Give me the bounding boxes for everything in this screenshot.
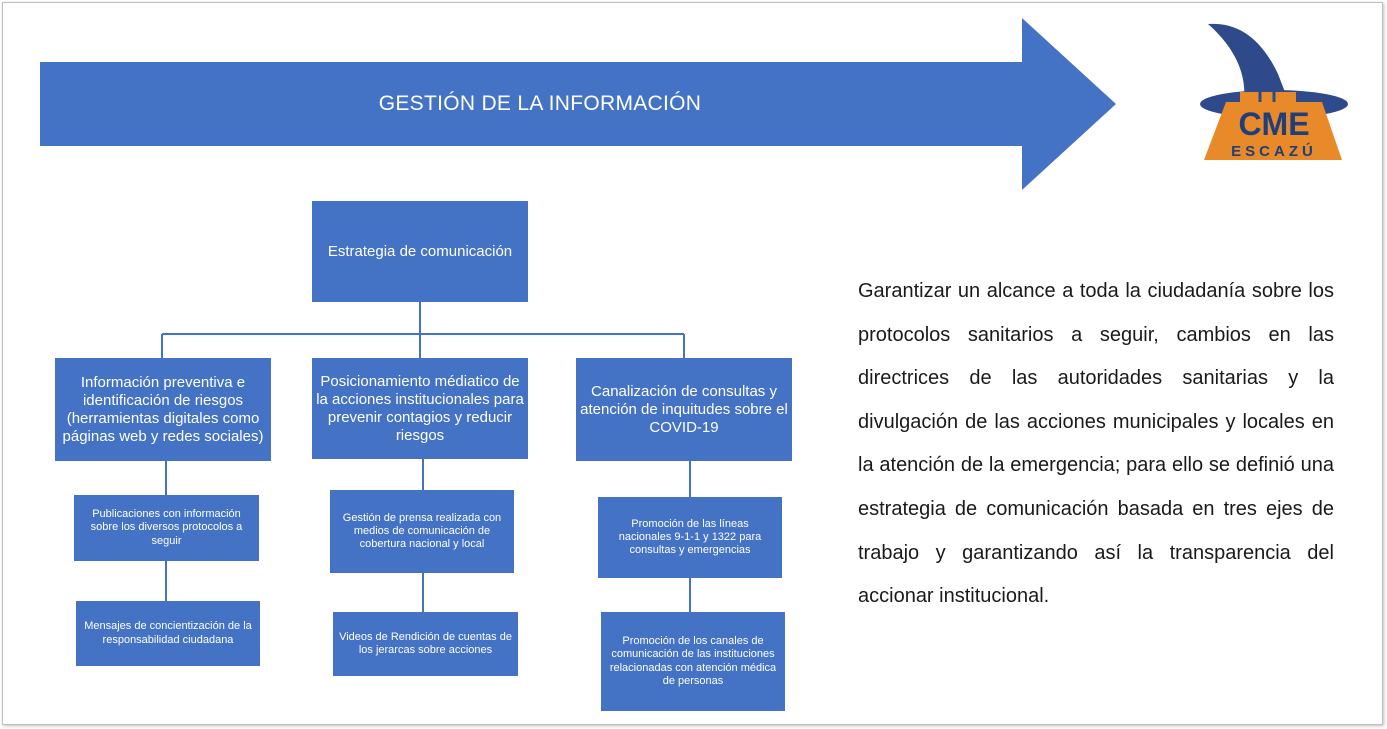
banner-title: GESTIÓN DE LA INFORMACIÓN: [378, 92, 702, 115]
child-box-2-1: Gestión de prensa realizada con medios d…: [330, 490, 514, 573]
child-box-1-1: Publicaciones con información sobre los …: [74, 495, 259, 561]
child-box-3-2: Promoción de los canales de comunicación…: [601, 612, 785, 711]
root-box: Estrategia de comunicación: [312, 201, 528, 302]
cme-escazu-logo: CME ESCAZÚ: [1200, 23, 1348, 160]
branch-box-2: Posicionamiento médiatico de la acciones…: [312, 358, 528, 459]
branch-box-1: Información preventiva e identificación …: [55, 358, 271, 461]
branch-box-3: Canalización de consultas y atención de …: [576, 358, 792, 461]
child-box-1-2: Mensajes de concientización de la respon…: [76, 601, 260, 666]
logo-text-cme: CME: [1238, 106, 1309, 142]
logo-text-escazu: ESCAZÚ: [1231, 142, 1317, 160]
description-paragraph: Garantizar un alcance a toda la ciudadan…: [858, 280, 1334, 608]
banner-arrow: [40, 18, 1116, 190]
child-box-2-2: Videos de Rendición de cuentas de los je…: [333, 612, 518, 676]
child-box-3-1: Promoción de las líneas nacionales 9-1-1…: [598, 497, 782, 578]
